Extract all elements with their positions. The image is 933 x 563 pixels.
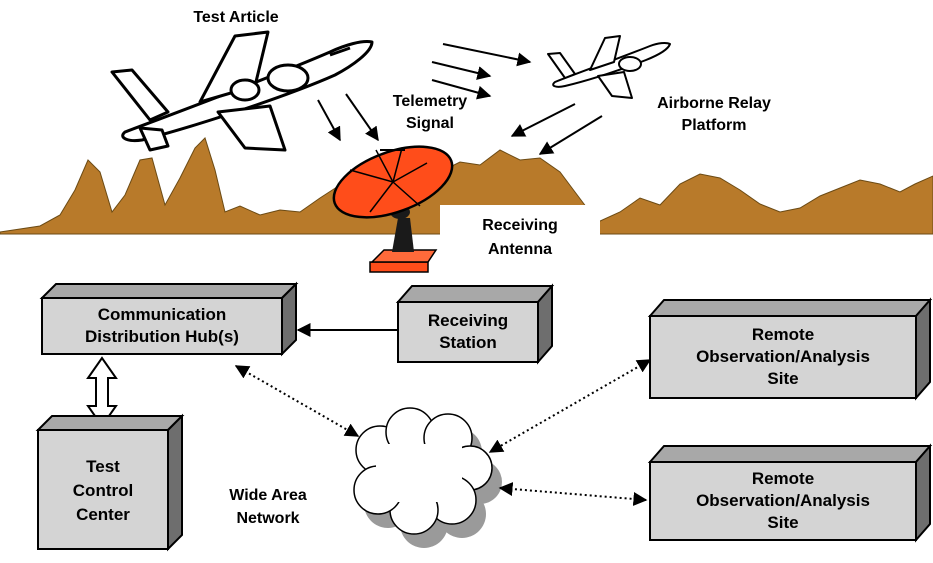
antenna-label-backing	[440, 205, 600, 265]
remote-site-2-label-line1: Remote	[752, 469, 814, 488]
receiving-antenna-icon	[332, 145, 454, 273]
network-label-line2: Network	[236, 510, 299, 527]
control-center-label-line2: Control	[73, 481, 133, 500]
remote-site-1-label-line1: Remote	[752, 325, 814, 344]
telemetry-signal-label-line1: Telemetry	[393, 93, 468, 110]
remote-site-2-box: Remote Observation/Analysis Site	[647, 443, 933, 543]
communication-hub-box: Communication Distribution Hub(s)	[39, 281, 299, 357]
control-center-label-line3: Center	[76, 505, 130, 524]
test-article-label: Test Article	[193, 9, 278, 26]
signal-arrows	[317, 43, 603, 155]
telemetry-signal-label-line2: Signal	[406, 115, 454, 132]
relay-aircraft-icon	[547, 35, 671, 99]
test-article-aircraft-icon	[110, 30, 374, 152]
remote-site-2-label-line2: Observation/Analysis	[696, 491, 870, 510]
control-center-label-line1: Test	[86, 457, 120, 476]
receiving-station-label-line2: Station	[439, 333, 497, 352]
relay-label-line2: Platform	[682, 117, 747, 134]
remote-site-2-label-line3: Site	[767, 513, 798, 532]
network-label-line1: Wide Area	[229, 487, 307, 504]
network-links	[234, 359, 652, 506]
remote-site-1-box: Remote Observation/Analysis Site	[647, 297, 933, 401]
relay-label-line1: Airborne Relay	[657, 95, 771, 112]
receiving-station-label-line1: Receiving	[428, 311, 508, 330]
remote-site-1-label-line3: Site	[767, 369, 798, 388]
wide-area-network-cloud-icon	[353, 407, 502, 548]
remote-site-1-label-line2: Observation/Analysis	[696, 347, 870, 366]
hub-label-line1: Communication	[98, 305, 226, 324]
test-control-center-box: Test Control Center	[35, 413, 185, 552]
antenna-label-line2: Antenna	[488, 241, 552, 258]
terrain	[0, 137, 933, 235]
hub-label-line2: Distribution Hub(s)	[85, 327, 239, 346]
receiving-station-box: Receiving Station	[395, 283, 555, 365]
antenna-label-line1: Receiving	[482, 217, 558, 234]
